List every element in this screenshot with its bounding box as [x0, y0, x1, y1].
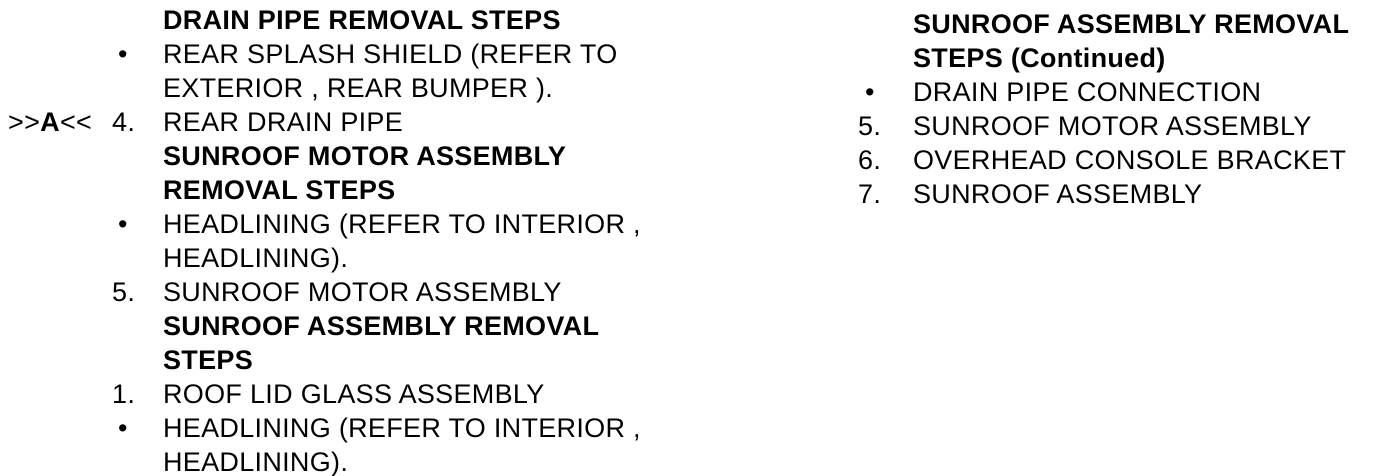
- item-number: 6.: [858, 145, 882, 175]
- section-heading-continuation: REMOVAL STEPS: [8, 173, 778, 207]
- item-number: 7.: [858, 179, 882, 209]
- marker-left-arrows: >>: [8, 107, 41, 137]
- item-continuation: HEADLINING).: [8, 445, 778, 476]
- heading-text: REMOVAL STEPS: [163, 175, 396, 205]
- heading-text: STEPS (Continued): [913, 43, 1166, 73]
- numbered-item: 1. ROOF LID GLASS ASSEMBLY: [8, 377, 778, 411]
- bullet-icon: •: [118, 209, 128, 239]
- item-text: HEADLINING).: [163, 243, 349, 273]
- item-text: HEADLINING (REFER TO INTERIOR ,: [163, 413, 641, 443]
- heading-text: SUNROOF ASSEMBLY REMOVAL: [913, 9, 1350, 39]
- section-heading-drain-pipe-removal: DRAIN PIPE REMOVAL STEPS: [8, 3, 778, 37]
- item-text: SUNROOF MOTOR ASSEMBLY: [163, 277, 562, 307]
- section-heading-sunroof-motor-removal: SUNROOF MOTOR ASSEMBLY: [8, 139, 778, 173]
- item-text: SUNROOF ASSEMBLY: [913, 179, 1203, 209]
- numbered-item: 7. SUNROOF ASSEMBLY: [858, 177, 1372, 211]
- right-column: SUNROOF ASSEMBLY REMOVAL STEPS (Continue…: [858, 7, 1372, 211]
- bullet-icon: •: [118, 39, 128, 69]
- section-heading-continuation: STEPS (Continued): [858, 41, 1372, 75]
- numbered-item: 5. SUNROOF MOTOR ASSEMBLY: [858, 109, 1372, 143]
- item-text: SUNROOF MOTOR ASSEMBLY: [913, 111, 1312, 141]
- numbered-item: >>A<< 4. REAR DRAIN PIPE: [8, 105, 778, 139]
- bullet-item: • DRAIN PIPE CONNECTION: [858, 75, 1372, 109]
- bullet-item: • REAR SPLASH SHIELD (REFER TO: [8, 37, 778, 71]
- item-text: HEADLINING).: [163, 447, 349, 476]
- item-text: OVERHEAD CONSOLE BRACKET: [913, 145, 1347, 175]
- item-continuation: HEADLINING).: [8, 241, 778, 275]
- item-text: HEADLINING (REFER TO INTERIOR ,: [163, 209, 641, 239]
- bullet-item: • HEADLINING (REFER TO INTERIOR ,: [8, 411, 778, 445]
- bullet-icon: •: [118, 413, 128, 443]
- marker-right-arrows: <<: [59, 107, 93, 137]
- item-text: REAR SPLASH SHIELD (REFER TO: [163, 39, 618, 69]
- bullet-item: • HEADLINING (REFER TO INTERIOR ,: [8, 207, 778, 241]
- heading-text: SUNROOF ASSEMBLY REMOVAL: [163, 311, 600, 341]
- section-heading-continuation: STEPS: [8, 343, 778, 377]
- item-text: DRAIN PIPE CONNECTION: [913, 77, 1262, 107]
- bullet-icon: •: [865, 77, 875, 107]
- item-number: 4.: [112, 107, 136, 137]
- section-heading-sunroof-assembly-removal-continued: SUNROOF ASSEMBLY REMOVAL: [858, 7, 1372, 41]
- marker-letter: A: [40, 107, 60, 137]
- item-number: 5.: [112, 277, 136, 307]
- item-text: ROOF LID GLASS ASSEMBLY: [163, 379, 545, 409]
- item-continuation: EXTERIOR , REAR BUMPER ).: [8, 71, 778, 105]
- heading-text: SUNROOF MOTOR ASSEMBLY: [163, 141, 567, 171]
- heading-text: DRAIN PIPE REMOVAL STEPS: [163, 5, 561, 35]
- item-number: 1.: [112, 379, 136, 409]
- item-text: EXTERIOR , REAR BUMPER ).: [163, 73, 554, 103]
- item-text: REAR DRAIN PIPE: [163, 107, 404, 137]
- view-a-callout-marker: >>A<<: [8, 105, 112, 139]
- item-number: 5.: [858, 111, 882, 141]
- heading-text: STEPS: [163, 345, 254, 375]
- numbered-item: 5. SUNROOF MOTOR ASSEMBLY: [8, 275, 778, 309]
- numbered-item: 6. OVERHEAD CONSOLE BRACKET: [858, 143, 1372, 177]
- left-column: DRAIN PIPE REMOVAL STEPS • REAR SPLASH S…: [8, 3, 778, 476]
- section-heading-sunroof-assembly-removal: SUNROOF ASSEMBLY REMOVAL: [8, 309, 778, 343]
